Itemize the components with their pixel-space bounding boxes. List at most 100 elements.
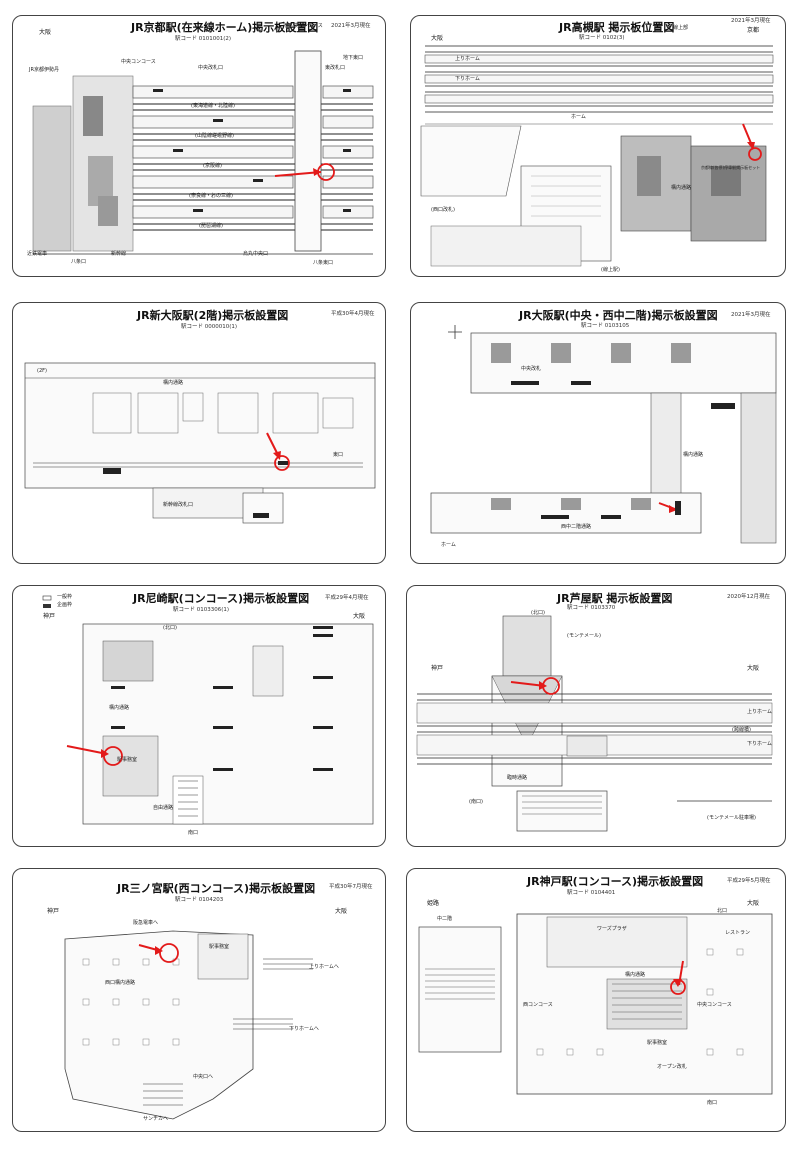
line-label: (東海道線・北陸線) [191,103,235,109]
direction-label: 神戸 [431,665,444,672]
line-label: (奈良線・おの三線) [189,193,233,199]
area-label: 西口構内通路 [105,980,136,986]
area-label: 中二階 [437,916,453,922]
direction-label: 神戸 [43,613,56,620]
area-label: 構内通路 [109,705,130,711]
map-title: JR京都駅(在来線ホーム)掲示板設置図 [131,21,319,34]
amagasaki-floor-plan [42,595,374,825]
exit-label: 南口 [707,1100,718,1106]
exit-label: 阪急電車へ [133,920,159,926]
area-label: 構内通路 [671,185,692,191]
takatsuki-floor-plan [420,45,774,267]
area-label: ホーム [441,542,456,548]
exit-label: 東口 [333,452,344,458]
shinosaka-floor-plan [24,362,376,524]
exit-label: 上りホームへ [309,964,339,970]
area-label: 中央コンコース [697,1002,732,1008]
line-label: (山陰線嵯峨野線) [195,133,234,139]
area-label: 中央改札 [521,366,542,372]
as-of-date: 2020年12月現在 [727,594,770,600]
exit-label: (北口) [163,625,177,631]
map-title: JR新大阪駅(2階)掲示板設置図 [137,309,289,322]
exit-label: 東改札口 [325,65,346,71]
area-label: 新幹線改札口 [163,502,194,508]
map-title: JR尼崎駅(コンコース)掲示板設置図 [133,592,310,605]
area-label: 駅事務室 [117,757,138,763]
area-label: 西中二階通路 [561,524,592,530]
area-label: 構内通路 [625,972,646,978]
as-of-date: 平成29年5月現在 [727,878,771,884]
legend-label: 一般枠 [57,594,73,600]
area-label: 中央コンコース [121,59,156,65]
area-label: 西コンコース [523,1002,553,1008]
area-label: レストラン [725,930,751,936]
area-label: 臨時通路 [507,775,528,781]
station-code: 駅コード 0104401 [567,890,616,896]
exit-label: 烏丸中央口 [243,251,269,257]
as-of-date: 2021年3月現在 [731,312,771,318]
line-label: (琵琶湖線) [199,223,223,229]
exit-label: 八条口 [71,259,87,265]
area-label: (モンテメール駐車場) [707,815,756,821]
direction-label: 神戸 [47,908,60,915]
station-code: 駅コード 0000010(1) [181,324,238,330]
map-card-sannomiya: JR三ノ宮駅(西コンコース)掲示板設置図 駅コード 0104203 平成30年7… [12,868,386,1132]
area-label: (跨線橋) [732,727,751,733]
exit-label: 南口 [188,830,199,836]
exit-label: 新幹線 [111,251,127,257]
area-label: 線上部 [673,25,689,31]
map-card-osaka: JR大阪駅(中央・西中二階)掲示板設置図 駅コード 0103105 2021年3… [410,302,786,564]
direction-label: 大阪 [335,908,348,915]
exit-label: (南口) [469,799,483,805]
station-code: 駅コード 0103105 [581,323,630,329]
exit-label: (北口) [531,610,545,616]
station-code: 駅コード 0101001(2) [175,36,232,42]
map-title: JR高槻駅 掲示板位置図 [559,21,675,34]
direction-label: 大阪 [353,613,366,620]
map-card-amagasaki: 一般枠 企画枠 JR尼崎駅(コンコース)掲示板設置図 駅コード 0103306(… [12,585,386,847]
kyoto-floor-plan [32,50,374,255]
map-card-kyoto: JR京都駅(在来線ホーム)掲示板設置図 駅コード 0101001(2) 2021… [12,15,386,277]
exit-label: 下りホームへ [289,1026,319,1032]
ashiya-floor-plan [416,615,773,832]
area-label: 駅事務室 [209,944,230,950]
map-card-kobe: JR神戸駅(コンコース)掲示板設置図 駅コード 0104401 平成29年5月現… [406,868,786,1132]
area-label: 構内通路 [163,380,184,386]
platform-label: 下りホーム [747,741,772,747]
direction-label: 姫路 [427,900,440,907]
direction-label: 大阪 [431,35,444,42]
area-label: ワーズプラザ [597,926,627,932]
map-card-ashiya: JR芦屋駅 掲示板設置図 駅コード 0103370 2020年12月現在 (北口… [406,585,786,847]
as-of-date: 平成30年4月現在 [331,311,375,317]
map-card-takatsuki: JR高槻駅 掲示板位置図 駅コード 0102(3) 2021年3月現在 大阪 京… [410,15,786,277]
exit-label: 八条東口 [313,260,334,266]
as-of-date: 2021年3月現在 [331,23,371,29]
exit-label: 近鉄電車 [27,251,48,257]
floor-label: (2F) [37,368,47,374]
line-label: (京阪線) [203,163,222,169]
station-code: 駅コード 0104203 [175,897,224,903]
kobe-floor-plan [418,913,773,1095]
direction-label: 京都 [747,27,760,34]
area-label: 中央改札口 [198,65,224,71]
platform-label: 下りホーム [455,76,480,82]
as-of-date: 平成30年7月現在 [329,884,373,890]
map-card-shinosaka: JR新大阪駅(2階)掲示板設置図 駅コード 0000010(1) 平成30年4月… [12,302,386,564]
platform-label: 上りホーム [747,709,772,715]
map-title: JR芦屋駅 掲示板設置図 [557,592,673,605]
area-label: 駅事務室 [647,1040,668,1046]
area-label: 構内通路 [683,452,704,458]
sannomiya-floor-plan [64,930,313,1120]
map-title: JR神戸駅(コンコース)掲示板設置図 [527,875,704,888]
exit-label: (西口改札) [431,207,455,213]
direction-label: 大阪 [747,665,760,672]
exit-label: サンチカへ [143,1116,169,1122]
station-code: 駅コード 0103370 [567,605,616,611]
as-of-date: 平成29年4月現在 [325,595,369,601]
legend-label: 企画枠 [57,602,73,608]
area-label: 地下鉄コンコース [283,23,323,29]
station-code: 駅コード 0103306(1) [173,607,230,613]
direction-label: 大阪 [747,900,760,907]
station-code: 駅コード 0102(3) [579,35,625,41]
area-label: 自由通路 [153,805,174,811]
